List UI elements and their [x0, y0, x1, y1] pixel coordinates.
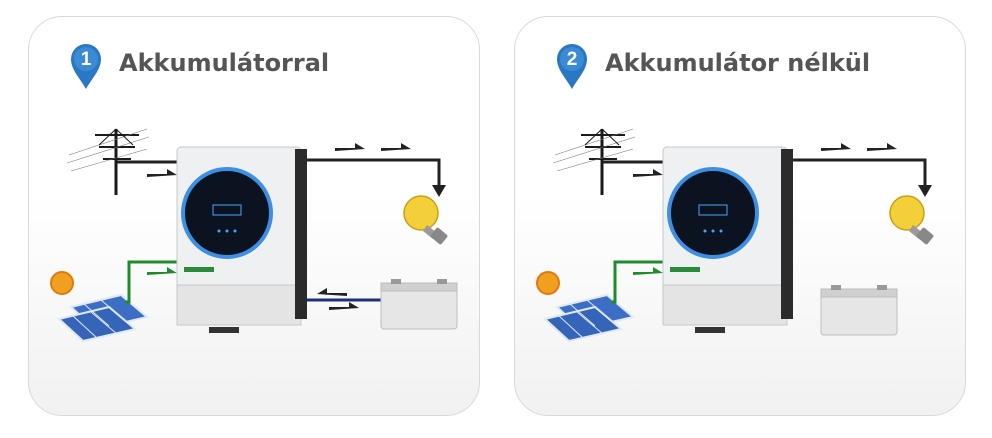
- solar-panel-icon: [536, 271, 636, 343]
- location-pin-icon: 1: [69, 42, 103, 90]
- system-diagram: [536, 128, 934, 343]
- panel-without-battery: 2 Akkumulátor nélkül: [514, 16, 966, 416]
- load-arrow-down: [432, 185, 446, 197]
- grid-flow-arrow: [633, 169, 663, 177]
- system-diagram: [50, 128, 458, 343]
- load-flow-arrow: [821, 143, 851, 151]
- load-flow-arrow: [867, 143, 897, 151]
- panel-title: Akkumulátorral: [119, 49, 330, 77]
- solar-wire: [611, 260, 665, 304]
- battery-discharge-arrow: [329, 302, 359, 310]
- inverter: [662, 146, 793, 333]
- battery-link: [307, 288, 381, 310]
- panel-header: 1 Akkumulátorral: [69, 41, 329, 91]
- light-bulb-icon: [403, 195, 448, 245]
- solar-flow-arrow: [633, 267, 663, 275]
- load-arrow-down: [918, 185, 932, 197]
- light-bulb-icon: [889, 195, 934, 245]
- battery-charge-arrow: [317, 288, 347, 296]
- load-wire: [793, 158, 927, 189]
- step-number: 2: [566, 49, 578, 70]
- utility-pole-icon: [552, 128, 636, 195]
- battery-icon: [380, 279, 458, 330]
- panel-header: 2 Akkumulátor nélkül: [555, 41, 870, 91]
- panel-with-battery: 1 Akkumulátorral: [28, 16, 480, 416]
- solar-panel-icon: [50, 271, 150, 343]
- location-pin-icon: 2: [555, 42, 589, 90]
- load-wire: [307, 158, 441, 189]
- solar-wire: [125, 260, 179, 304]
- solar-flow-arrow: [147, 267, 177, 275]
- utility-pole-icon: [66, 128, 150, 195]
- grid-flow-arrow: [147, 169, 177, 177]
- step-number: 1: [80, 49, 92, 70]
- battery-icon: [820, 285, 898, 336]
- inverter: [176, 146, 307, 333]
- load-flow-arrow: [381, 143, 411, 151]
- load-flow-arrow: [335, 143, 365, 151]
- panel-title: Akkumulátor nélkül: [605, 49, 871, 77]
